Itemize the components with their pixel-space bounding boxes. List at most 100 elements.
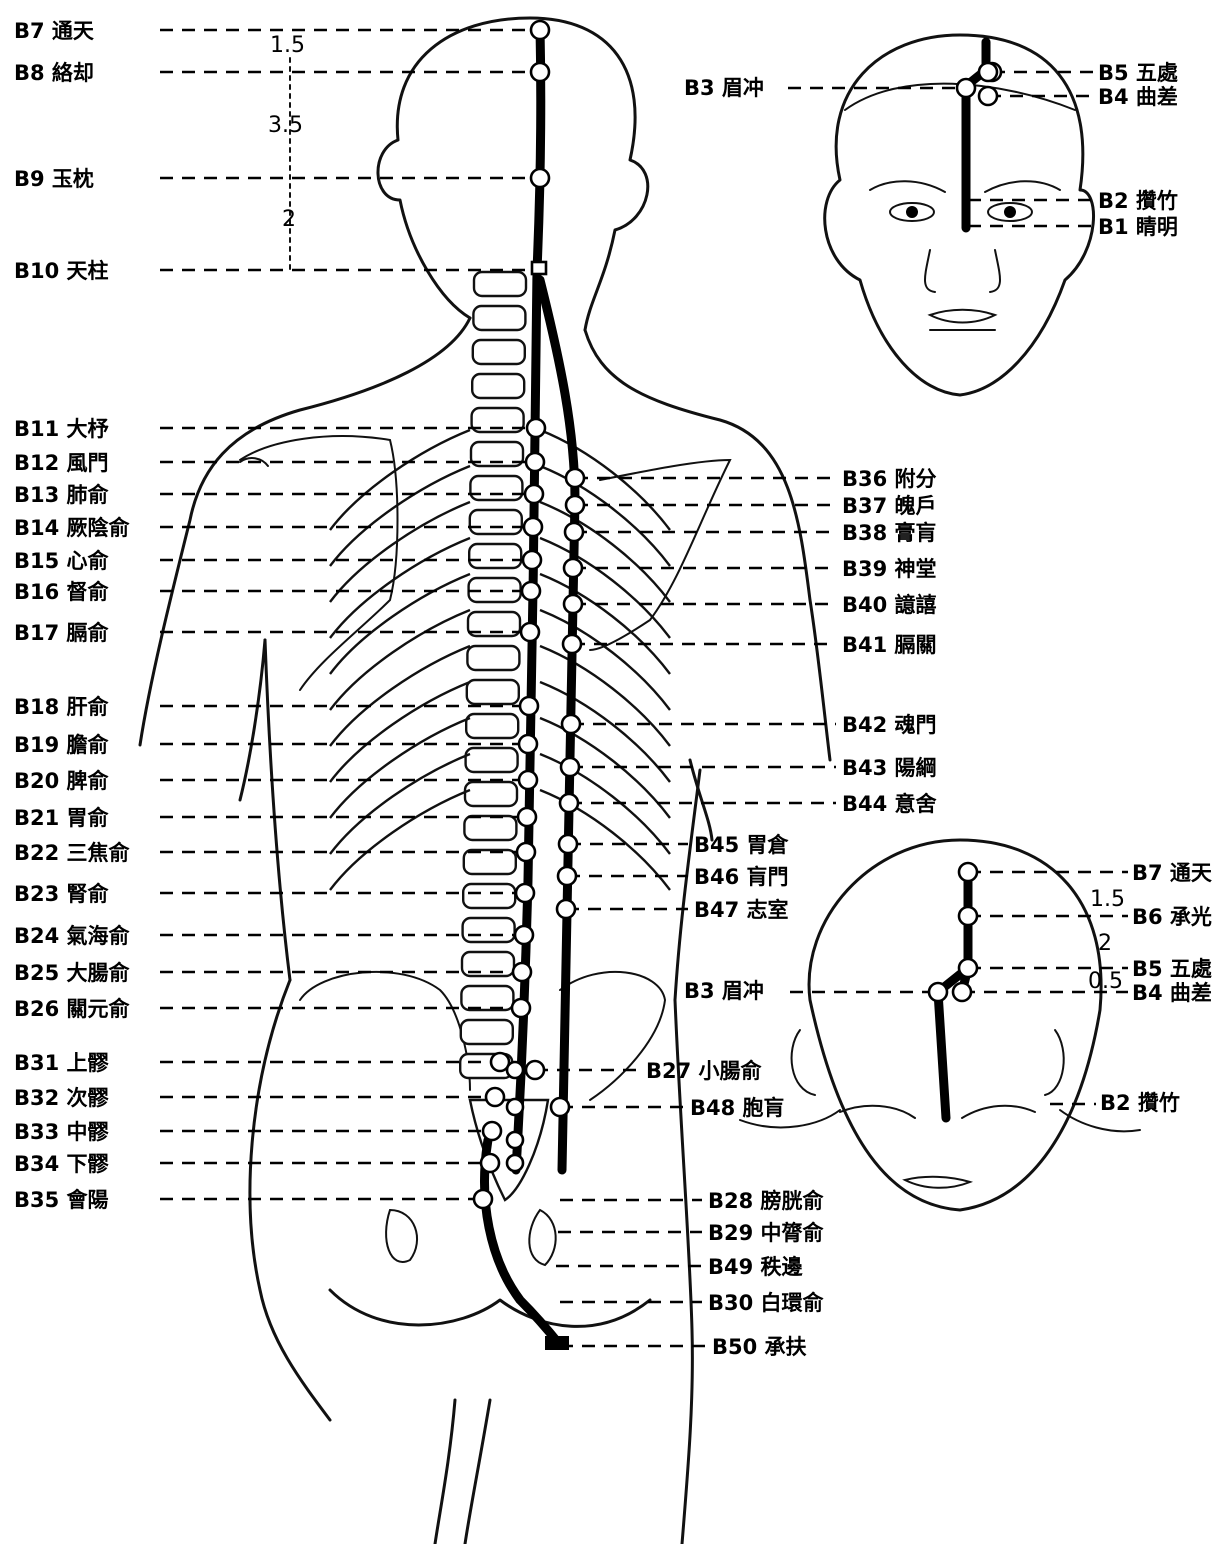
label-b21: B21 胃俞 (14, 806, 110, 830)
point-b17 (521, 623, 539, 641)
label-top-b7: B7 通天 (1132, 861, 1213, 885)
rib-right (540, 646, 670, 746)
rib-right (540, 610, 670, 710)
point-b44 (560, 794, 578, 812)
label-face-b1: B1 睛明 (1098, 215, 1178, 239)
rib-left (330, 538, 470, 638)
label-b24: B24 氣海俞 (14, 924, 131, 948)
label-face-b5: B5 五處 (1098, 61, 1178, 85)
label-face-b3: B3 眉冲 (684, 76, 764, 100)
label-b26: B26 關元俞 (14, 997, 131, 1021)
vertebra (470, 510, 522, 534)
rib-left (330, 610, 470, 710)
point-b20 (519, 771, 537, 789)
point-b7-back (531, 21, 549, 39)
label-b27: B27 小腸俞 (646, 1059, 763, 1083)
point-b41 (563, 635, 581, 653)
point-b16 (522, 582, 540, 600)
point-face-b4 (979, 87, 997, 105)
point-top-b6 (959, 907, 977, 925)
label-b49: B49 秩邊 (708, 1255, 804, 1279)
vertebra (466, 714, 518, 738)
point-b32 (486, 1088, 504, 1106)
label-b17: B17 膈俞 (14, 621, 110, 645)
point-sacral-3 (507, 1132, 523, 1148)
point-b14 (524, 518, 542, 536)
label-face-b2: B2 攢竹 (1098, 189, 1178, 213)
point-b26 (512, 999, 530, 1017)
point-b22 (517, 843, 535, 861)
point-b12 (526, 453, 544, 471)
point-b39 (564, 559, 582, 577)
point-b40 (564, 595, 582, 613)
label-b14: B14 厥陰俞 (14, 516, 131, 540)
point-top-b7 (959, 863, 977, 881)
label-b28: B28 膀胱俞 (708, 1189, 825, 1213)
point-b47 (557, 900, 575, 918)
vertebra (466, 748, 518, 772)
top-measure-2: 2 (1098, 931, 1112, 956)
label-b40: B40 譩譆 (842, 593, 937, 617)
label-b30: B30 白環俞 (708, 1291, 825, 1315)
label-b16: B16 督俞 (14, 580, 110, 604)
top-head-measurements: 1.5 2 0.5 (1088, 887, 1125, 994)
label-b35: B35 會陽 (14, 1188, 109, 1212)
point-b48 (551, 1098, 569, 1116)
top-measure-0-5: 0.5 (1088, 969, 1123, 994)
point-b36 (566, 469, 584, 487)
point-top-b5 (959, 959, 977, 977)
top-head-figure (740, 840, 1140, 1210)
rib-left (330, 790, 470, 890)
label-b31: B31 上髎 (14, 1051, 109, 1075)
label-b36: B36 附分 (842, 467, 937, 491)
label-b39: B39 神堂 (842, 557, 937, 581)
label-b13: B13 肺俞 (14, 483, 110, 507)
rib-left (330, 754, 470, 854)
point-b23 (516, 884, 534, 902)
label-b41: B41 膈關 (842, 633, 937, 657)
point-b10-marker (532, 262, 546, 274)
measure-1-5: 1.5 (270, 33, 305, 58)
label-face-b4: B4 曲差 (1098, 85, 1178, 109)
label-top-b5: B5 五處 (1132, 957, 1212, 981)
label-b33: B33 中髎 (14, 1120, 109, 1144)
label-b42: B42 魂門 (842, 713, 937, 737)
vertebra (474, 272, 526, 296)
label-b45: B45 胃倉 (694, 833, 790, 857)
vertebra (463, 884, 515, 908)
label-b32: B32 次髎 (14, 1086, 109, 1110)
vertebra (467, 680, 519, 704)
label-b43: B43 陽綱 (842, 756, 937, 780)
point-b19 (519, 735, 537, 753)
point-b24 (515, 926, 533, 944)
measure-2: 2 (282, 207, 296, 232)
vertebra (461, 986, 513, 1010)
label-b20: B20 脾俞 (14, 769, 110, 793)
label-b19: B19 膽俞 (14, 733, 110, 757)
label-top-b6: B6 承光 (1132, 905, 1212, 929)
rib-left (330, 502, 470, 602)
vertebra (470, 476, 522, 500)
point-b13 (525, 485, 543, 503)
label-b9: B9 玉枕 (14, 167, 94, 191)
point-top-b3 (929, 983, 947, 1001)
label-b34: B34 下髎 (14, 1152, 109, 1176)
point-b9 (531, 169, 549, 187)
point-b42 (562, 715, 580, 733)
point-b35 (474, 1190, 492, 1208)
point-b34 (481, 1154, 499, 1172)
rib-left (330, 466, 470, 566)
point-b21 (518, 808, 536, 826)
vertebra (473, 306, 525, 330)
point-b43 (561, 758, 579, 776)
point-face-b3 (957, 79, 975, 97)
point-face-b5-b (979, 63, 997, 81)
rib-right (540, 466, 670, 566)
rib-left (330, 718, 470, 818)
point-b11 (527, 419, 545, 437)
point-b18 (520, 697, 538, 715)
meridian-end-marker (545, 1336, 569, 1350)
label-b38: B38 膏肓 (842, 521, 937, 545)
